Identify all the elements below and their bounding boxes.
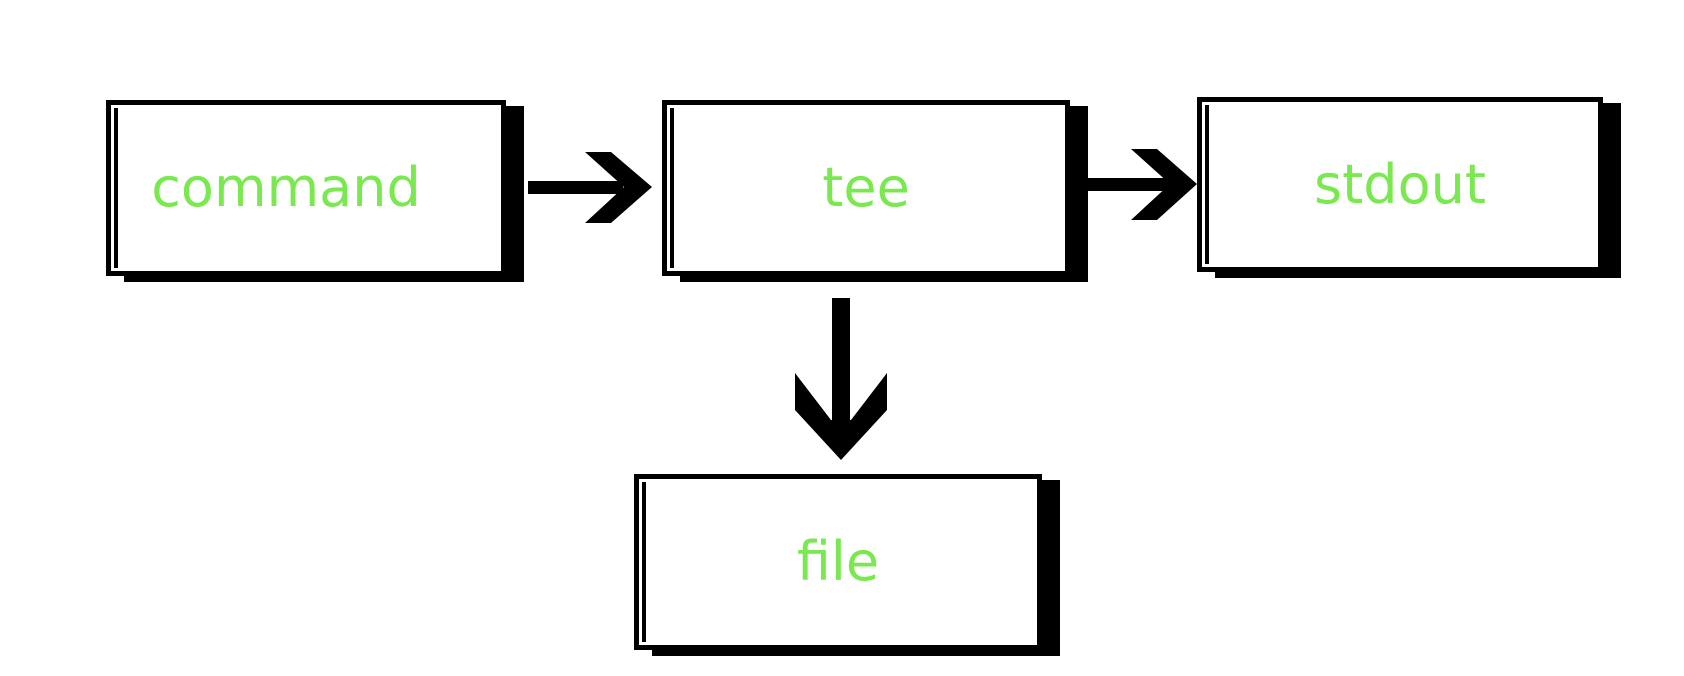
node-stdout-label: stdout xyxy=(1313,152,1487,216)
arrow-tee-to-file xyxy=(795,298,887,460)
node-tee: tee xyxy=(662,100,1088,282)
node-command-label: command xyxy=(151,156,421,219)
node-tee-label: tee xyxy=(822,156,910,219)
node-stdout: stdout xyxy=(1197,97,1621,278)
node-file: file xyxy=(634,474,1060,656)
arrow-command-to-tee xyxy=(528,152,652,223)
node-file-label: file xyxy=(796,530,880,593)
arrow-tee-to-stdout xyxy=(1078,149,1197,220)
node-command: command xyxy=(106,100,524,282)
